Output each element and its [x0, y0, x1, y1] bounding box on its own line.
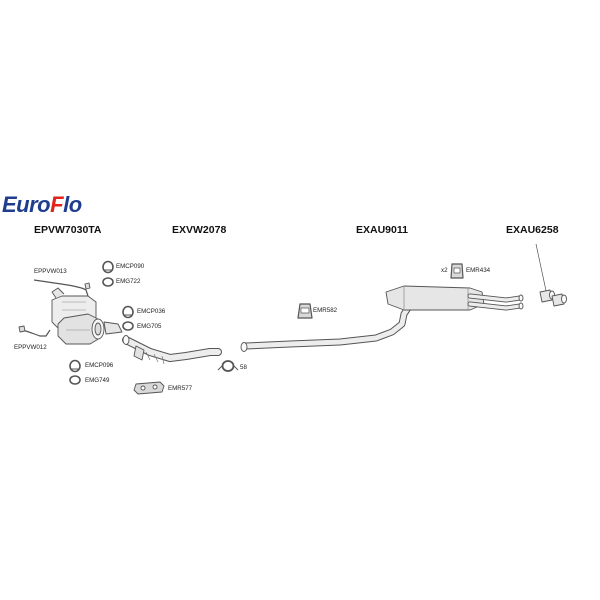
euroflo-logo: EuroFlo — [2, 194, 82, 216]
section-code-epvw7030ta: EPVW7030TA — [34, 224, 102, 236]
part-label-emr582: EMR582 — [313, 307, 338, 314]
front-pipe-exvw2078 — [122, 335, 222, 365]
mount-icon-emr582 — [297, 303, 313, 319]
part-label-eppvw012: EPPVW012 — [14, 344, 47, 351]
gasket-icon-emg749 — [69, 375, 81, 385]
clamp-icon-emcp096 — [69, 359, 81, 373]
clamp-icon-emcp090 — [102, 260, 114, 274]
part-label-emg722: EMG722 — [116, 278, 141, 285]
part-label-emr434: EMR434 — [466, 267, 491, 274]
sensor-pipe-eppvw013 — [33, 279, 89, 297]
dpf-catalyst-assembly — [51, 287, 123, 345]
logo-text-lo: lo — [63, 192, 82, 217]
part-label-x2: x2 — [441, 267, 448, 274]
logo-text-euro: Euro — [2, 192, 51, 217]
section-code-exau9011: EXAU9011 — [356, 224, 408, 236]
part-label-emcp036: EMCP036 — [137, 308, 166, 315]
part-label-eppvw013: EPPVW013 — [34, 268, 67, 275]
mount-icon-emr577 — [133, 381, 165, 395]
clamp-icon-emcp036 — [122, 305, 134, 319]
clamp-icon-58 — [217, 360, 239, 372]
part-label-emr577: EMR577 — [168, 385, 193, 392]
part-label-emg705: EMG705 — [137, 323, 162, 330]
section-code-exvw2078: EXVW2078 — [172, 224, 227, 236]
sensor-pipe-eppvw012 — [21, 329, 51, 337]
part-label-emcp090: EMCP090 — [116, 263, 145, 270]
logo-text-f: F — [50, 192, 64, 217]
gasket-icon-emg722 — [102, 277, 114, 287]
main-pipe-exau9011 — [240, 304, 412, 352]
part-label-emg749: EMG749 — [85, 377, 110, 384]
rear-silencer-exau9011 — [385, 285, 524, 311]
part-label-emcp096: EMCP096 — [85, 362, 114, 369]
gasket-icon-emg705 — [122, 321, 134, 331]
section-code-exau6258: EXAU6258 — [506, 224, 559, 236]
tailpipe-trims-exau6258 — [535, 243, 567, 307]
part-label-58: 58 — [240, 364, 247, 371]
mount-icon-emr434 — [450, 263, 464, 279]
